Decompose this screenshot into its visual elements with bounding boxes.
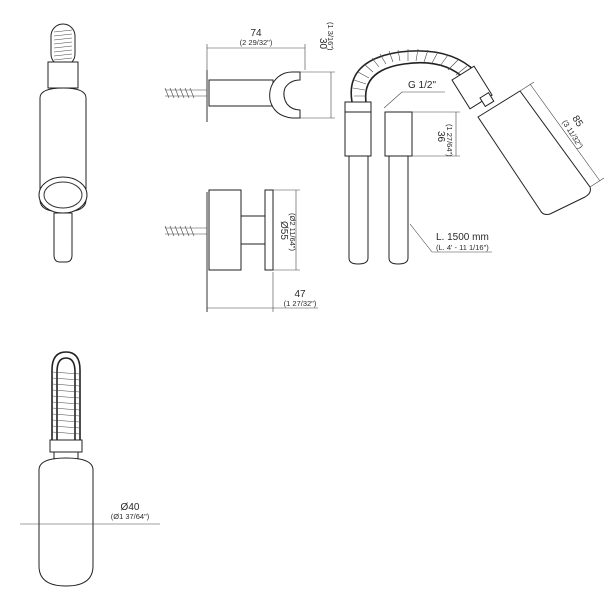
left-nut	[344, 101, 372, 113]
side-view-holder: 74 (2 29/32") 30 (1 3/16")	[164, 22, 335, 122]
hose-assembly: 85 (3 11/32") G 1/2" 36 (1 27/64") L. 15…	[344, 48, 605, 265]
hose-connector	[47, 61, 79, 89]
flange-face	[264, 189, 274, 271]
shower-head	[477, 90, 591, 215]
dim-55-mm: Ø55	[278, 221, 289, 240]
dim-47-in: (1 27/32")	[284, 299, 317, 308]
head-swivel-nut	[479, 92, 495, 108]
dim-40-in: (Ø1 37/64")	[111, 512, 150, 521]
dim-74-mm: 74	[250, 28, 262, 39]
left-hose-leg	[348, 155, 369, 265]
hose-nut	[49, 439, 83, 453]
flange	[208, 189, 242, 271]
right-hose-leg	[388, 155, 409, 265]
dim-36-in: (1 27/64")	[445, 124, 454, 157]
connector-neck	[240, 215, 266, 245]
hand-shower-body	[38, 457, 94, 587]
left-connector	[344, 111, 372, 157]
dim-74-in: (2 29/32")	[240, 38, 273, 47]
bottom-view-hand-shower: Ø40 (Ø1 37/64")	[20, 351, 160, 587]
hose-loop-outer	[51, 351, 81, 440]
holder-arm	[208, 79, 274, 107]
front-view-hand-shower	[38, 23, 88, 263]
thread-label: G 1/2"	[408, 80, 436, 91]
hose-length-mm: L. 1500 mm	[436, 232, 489, 243]
dim-47-mm: 47	[294, 289, 306, 300]
front-view-holder: Ø55 (Ø2 11/64") 47 (1 27/32")	[164, 189, 318, 312]
wall-screw-2	[164, 225, 207, 237]
right-connector	[384, 111, 413, 157]
dim-55-in: (Ø2 11/64")	[288, 213, 297, 251]
hose-arc-outer	[350, 50, 477, 103]
holder-clip	[269, 71, 301, 119]
hose-length-in: (L. 4' - 11 1/16")	[436, 243, 489, 252]
dim-line-85	[529, 83, 601, 182]
thread-leader	[383, 91, 403, 109]
dim-30-in: (1 3/16")	[326, 22, 335, 51]
hose-loop-inner	[56, 357, 76, 440]
bottom-stem	[53, 212, 73, 263]
hose-arc-inner	[364, 61, 467, 103]
wall-screw	[164, 87, 207, 99]
hose-length-leader	[409, 223, 433, 253]
dim-40-mm: Ø40	[121, 502, 140, 513]
dim-36-mm: 36	[435, 131, 446, 143]
dim-30-mm: 30	[317, 38, 328, 50]
head-face-inner	[43, 181, 83, 209]
